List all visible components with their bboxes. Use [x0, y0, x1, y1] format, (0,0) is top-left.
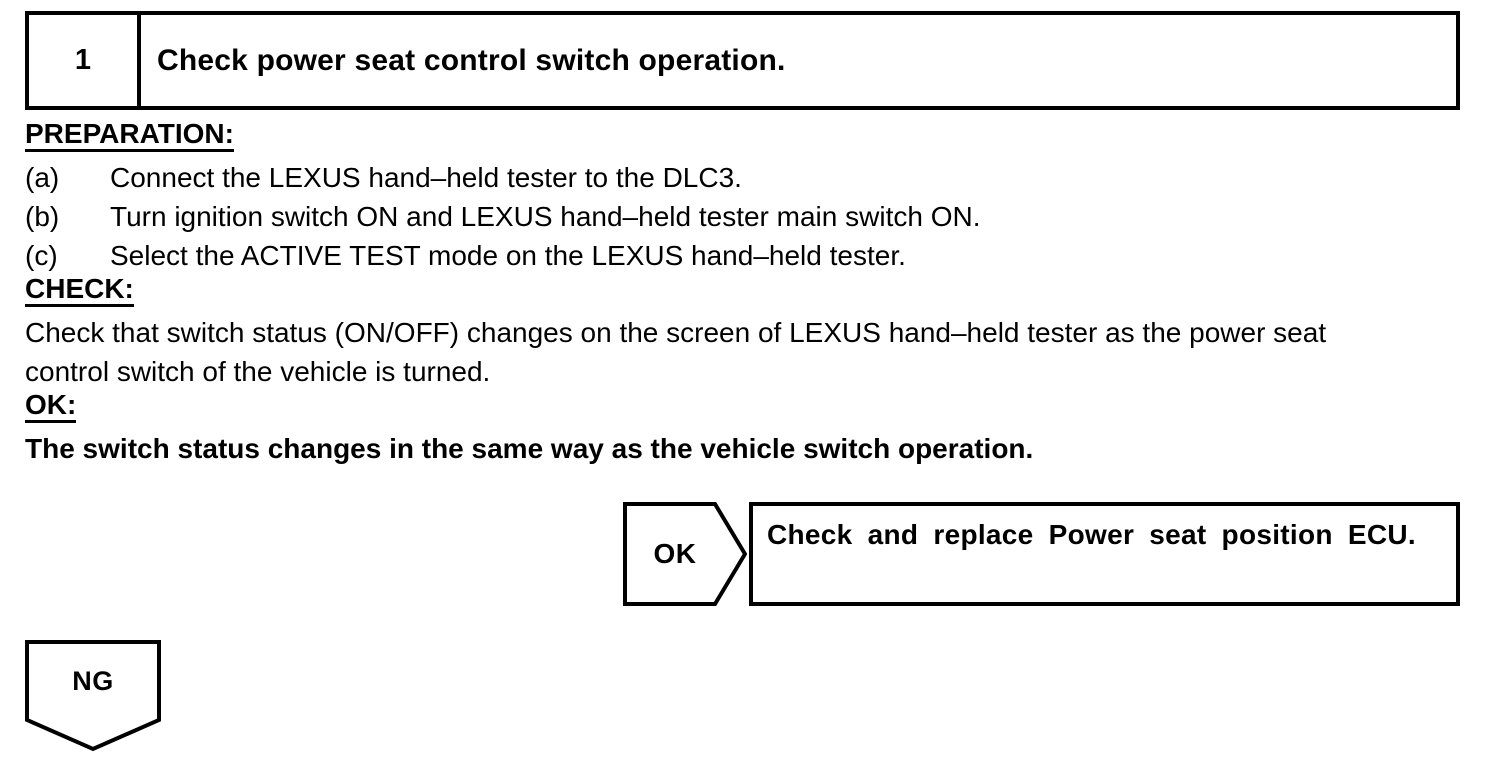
preparation-step-a: (a) Connect the LEXUS hand–held tester to…: [25, 158, 1475, 197]
preparation-step-c-label: (c): [25, 240, 58, 271]
step-number-cell: 1: [29, 15, 141, 106]
ng-arrow-icon: [25, 640, 161, 752]
preparation-step-b-label: (b): [25, 201, 60, 232]
result-text: Check and replace Power seat position EC…: [767, 519, 1416, 550]
check-heading: CHECK:: [25, 275, 134, 307]
preparation-step-b-text: Turn ignition switch ON and LEXUS hand–h…: [110, 201, 981, 232]
ok-heading: OK:: [25, 391, 77, 423]
check-heading-row: CHECK:: [25, 275, 1475, 313]
preparation-step-c: (c) Select the ACTIVE TEST mode on the LE…: [25, 236, 1475, 275]
step-header-box: 1 Check power seat control switch operat…: [25, 11, 1460, 110]
procedure-body: PREPARATION: (a) Connect the LEXUS hand–h…: [25, 120, 1475, 468]
ok-arrow-label: OK: [653, 538, 697, 569]
ok-body-text: The switch status changes in the same wa…: [25, 433, 1034, 464]
preparation-step-a-label: (a): [25, 162, 60, 193]
step-number: 1: [74, 44, 92, 76]
ng-shape: NG: [25, 640, 161, 752]
check-body-line-2: control switch of the vehicle is turned.: [25, 356, 491, 387]
ok-heading-row: OK:: [25, 391, 1475, 429]
preparation-heading-row: PREPARATION:: [25, 120, 1475, 158]
preparation-step-a-text: Connect the LEXUS hand–held tester to th…: [110, 162, 742, 193]
step-title: Check power seat control switch operatio…: [157, 44, 786, 77]
ok-arrow-icon: [623, 502, 747, 606]
preparation-step-c-text: Select the ACTIVE TEST mode on the LEXUS…: [110, 240, 906, 271]
ok-arrow-shape: OK: [623, 502, 747, 606]
preparation-step-b: (b) Turn ignition switch ON and LEXUS han…: [25, 197, 1475, 236]
step-title-cell: Check power seat control switch operatio…: [141, 15, 1456, 106]
ng-label: NG: [72, 665, 114, 696]
check-body-line-1: Check that switch status (ON/OFF) change…: [25, 317, 1327, 348]
preparation-heading: PREPARATION:: [25, 120, 234, 152]
result-box: Check and replace Power seat position EC…: [749, 502, 1460, 606]
